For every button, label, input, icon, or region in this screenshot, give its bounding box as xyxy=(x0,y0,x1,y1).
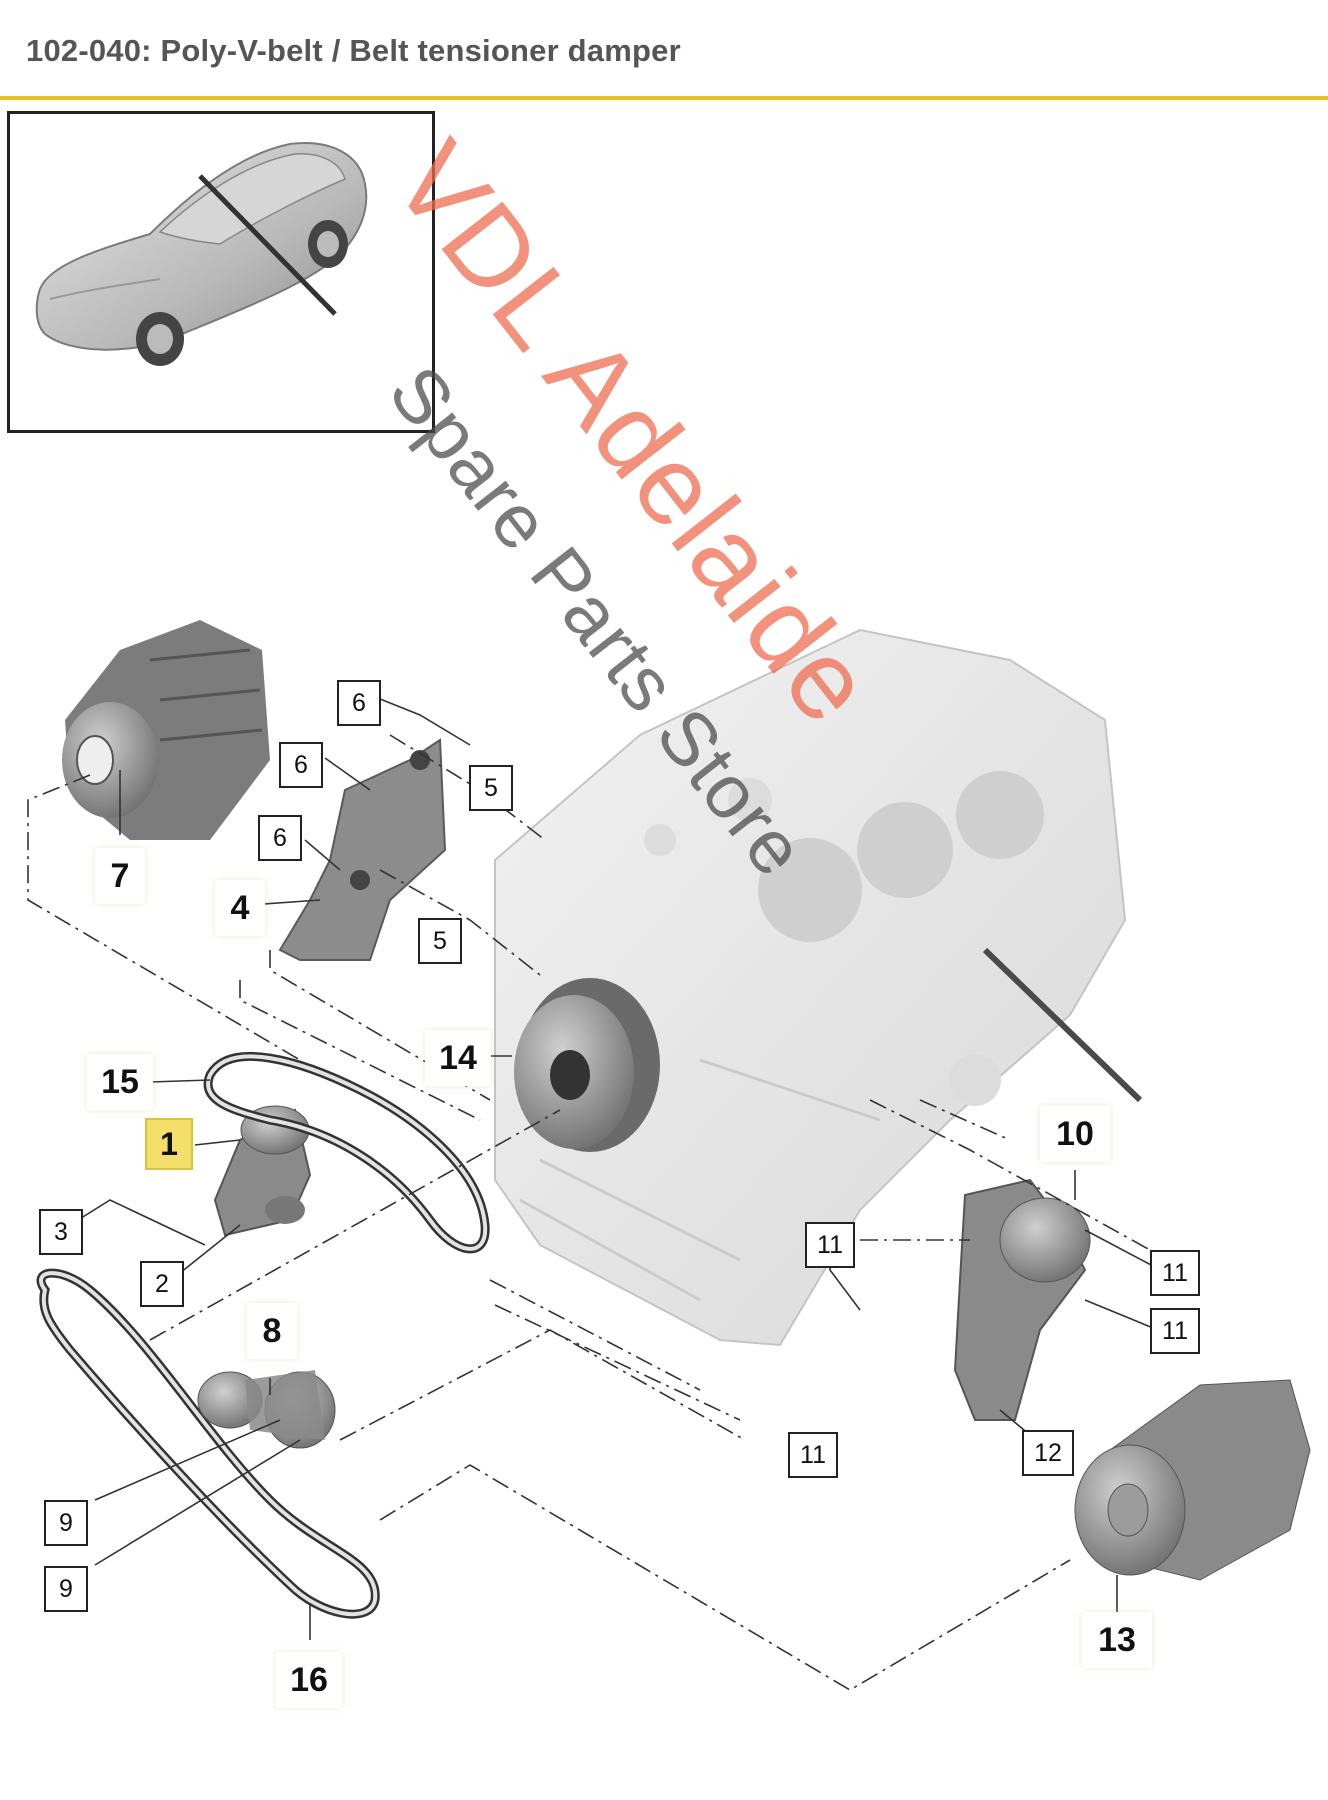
ac-compressor xyxy=(1074,1379,1311,1581)
engine-block xyxy=(494,628,1127,1347)
poly-v-belt-lower xyxy=(36,1268,380,1619)
page-header: 102-040: Poly-V-belt / Belt tensioner da… xyxy=(0,0,1328,100)
compressor-bracket xyxy=(953,1178,1091,1421)
callout-11: 11 xyxy=(1150,1308,1200,1354)
callout-11: 11 xyxy=(1150,1250,1200,1296)
callout-1-highlighted: 1 xyxy=(145,1118,193,1170)
callout-14: 14 xyxy=(425,1030,491,1086)
callout-11: 11 xyxy=(788,1432,838,1478)
crankshaft-pulley xyxy=(514,978,660,1152)
leader-lines xyxy=(27,734,1151,1691)
callout-4: 4 xyxy=(215,880,265,936)
callout-13: 13 xyxy=(1082,1612,1152,1668)
callout-15: 15 xyxy=(87,1054,153,1110)
callout-6: 6 xyxy=(258,815,302,861)
poly-v-belt-upper xyxy=(203,1051,490,1254)
callout-12: 12 xyxy=(1022,1430,1074,1476)
callout-8: 8 xyxy=(247,1303,297,1359)
callout-9: 9 xyxy=(44,1566,88,1612)
alternator-bracket xyxy=(278,738,447,961)
callout-6: 6 xyxy=(337,680,381,726)
alternator xyxy=(62,620,270,840)
callout-16: 16 xyxy=(276,1652,342,1708)
callout-11: 11 xyxy=(805,1222,855,1268)
callout-5: 5 xyxy=(469,765,513,811)
callout-2: 2 xyxy=(140,1261,184,1307)
vehicle-thumbnail xyxy=(7,111,435,433)
callout-7: 7 xyxy=(95,848,145,904)
callout-6: 6 xyxy=(279,742,323,788)
callout-5: 5 xyxy=(418,918,462,964)
callout-10: 10 xyxy=(1040,1106,1110,1162)
callout-3: 3 xyxy=(39,1209,83,1255)
car-illustration xyxy=(35,142,368,366)
page-title: 102-040: Poly-V-belt / Belt tensioner da… xyxy=(26,33,681,68)
belt-tensioner xyxy=(197,1370,336,1449)
callout-9: 9 xyxy=(44,1500,88,1546)
callout-leaders xyxy=(69,684,1171,1640)
